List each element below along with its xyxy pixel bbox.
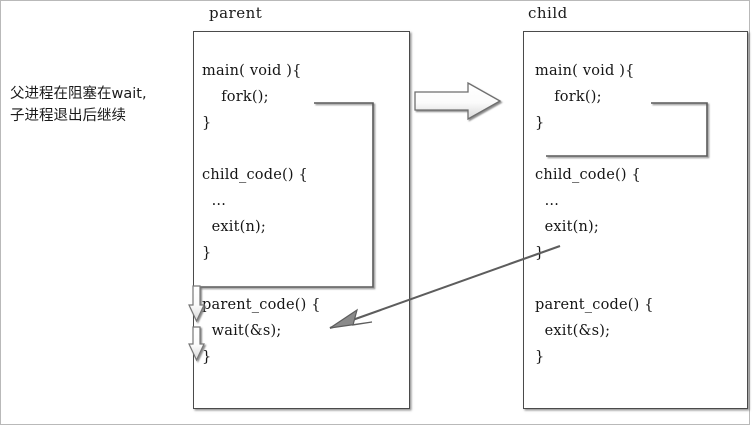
- child-code-listing: main( void ){ fork(); } child_code() { .…: [535, 63, 654, 365]
- column-caption-parent: parent: [209, 4, 263, 22]
- column-caption-child: child: [528, 4, 568, 22]
- fork-block-arrow: [414, 81, 502, 121]
- annotation-text: 父进程在阻塞在wait, 子进程退出后继续: [10, 86, 147, 124]
- child-process-box: [523, 31, 748, 409]
- parent-code-listing: main( void ){ fork(); } child_code() { .…: [202, 63, 321, 365]
